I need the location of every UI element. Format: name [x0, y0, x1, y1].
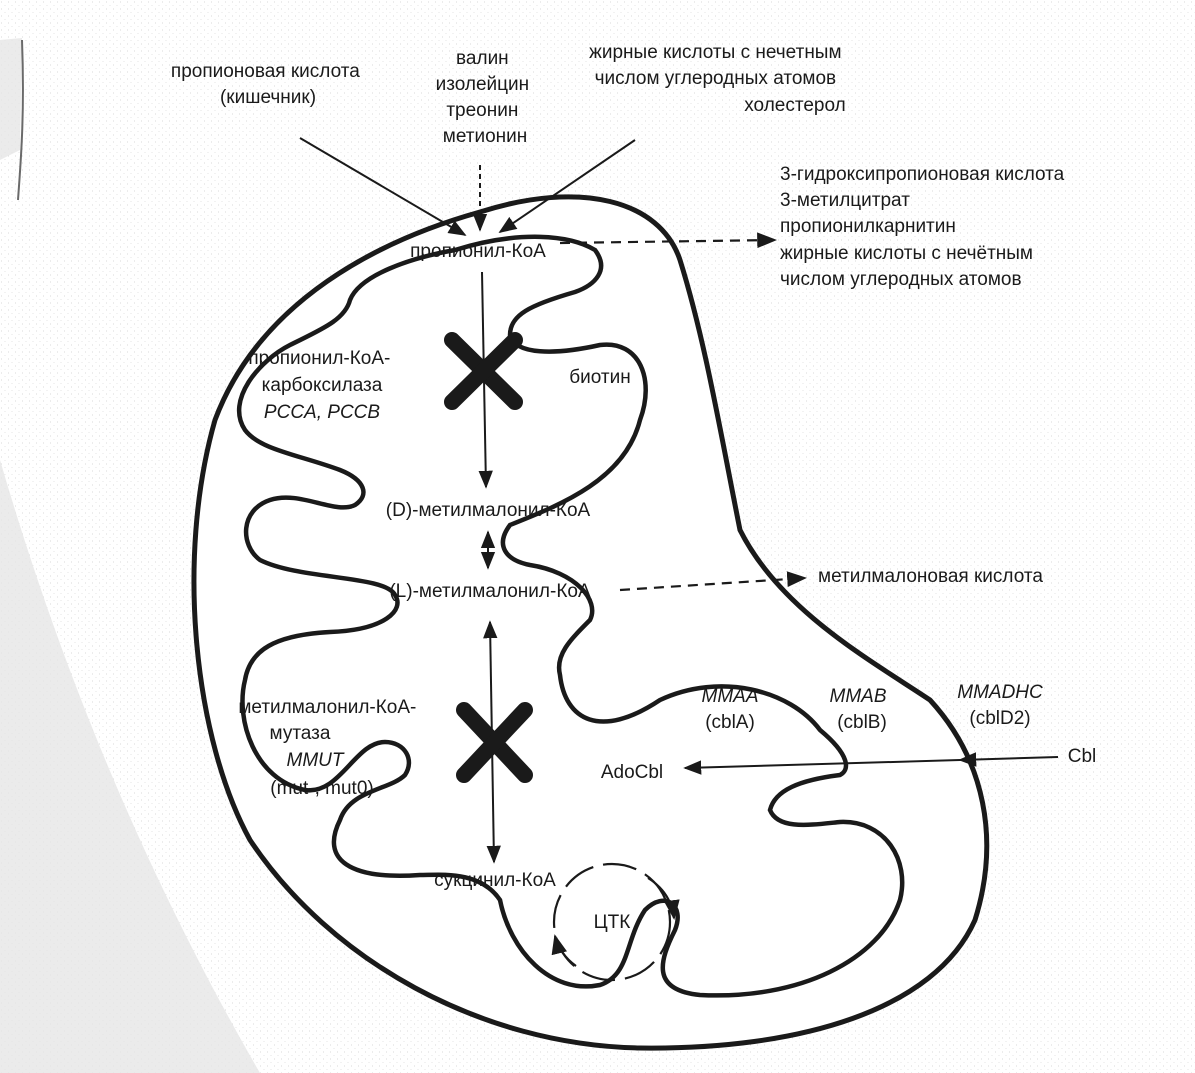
metabolite-l-methylmalonyl-coa: (L)-метилмалонил-КоА — [389, 581, 591, 602]
metabolite-adocbl: AdoCbl — [601, 762, 663, 783]
byproduct-methylmalonic-acid: метилмалоновая кислота — [818, 566, 1043, 587]
metabolite-propionyl-coa: пропионил-КоА — [410, 241, 546, 262]
gene-mmab: MMAB — [830, 686, 887, 707]
enzyme-pcc-genes: PCCA, PCCB — [264, 402, 380, 423]
enzyme-mut-gene: MMUT — [287, 750, 345, 771]
gene-mmaa-group: (cblA) — [705, 712, 755, 733]
metabolite-succinyl-coa: сукцинил-КоА — [434, 870, 556, 891]
gene-mmadhc: MMADHC — [957, 682, 1043, 703]
gene-mmab-group: (cblB) — [837, 712, 887, 733]
gene-mmadhc-group: (cblD2) — [969, 708, 1030, 729]
metabolite-d-methylmalonyl-coa: (D)-метилмалонил-КоА — [386, 500, 591, 521]
gene-mmaa: MMAA — [702, 686, 759, 707]
tca-cycle-label: ЦТК — [594, 912, 631, 933]
cofactor-biotin: биотин — [569, 367, 630, 388]
enzyme-mut-types: (mut-, mut0) — [270, 778, 373, 799]
metabolite-cbl: Cbl — [1068, 746, 1097, 767]
